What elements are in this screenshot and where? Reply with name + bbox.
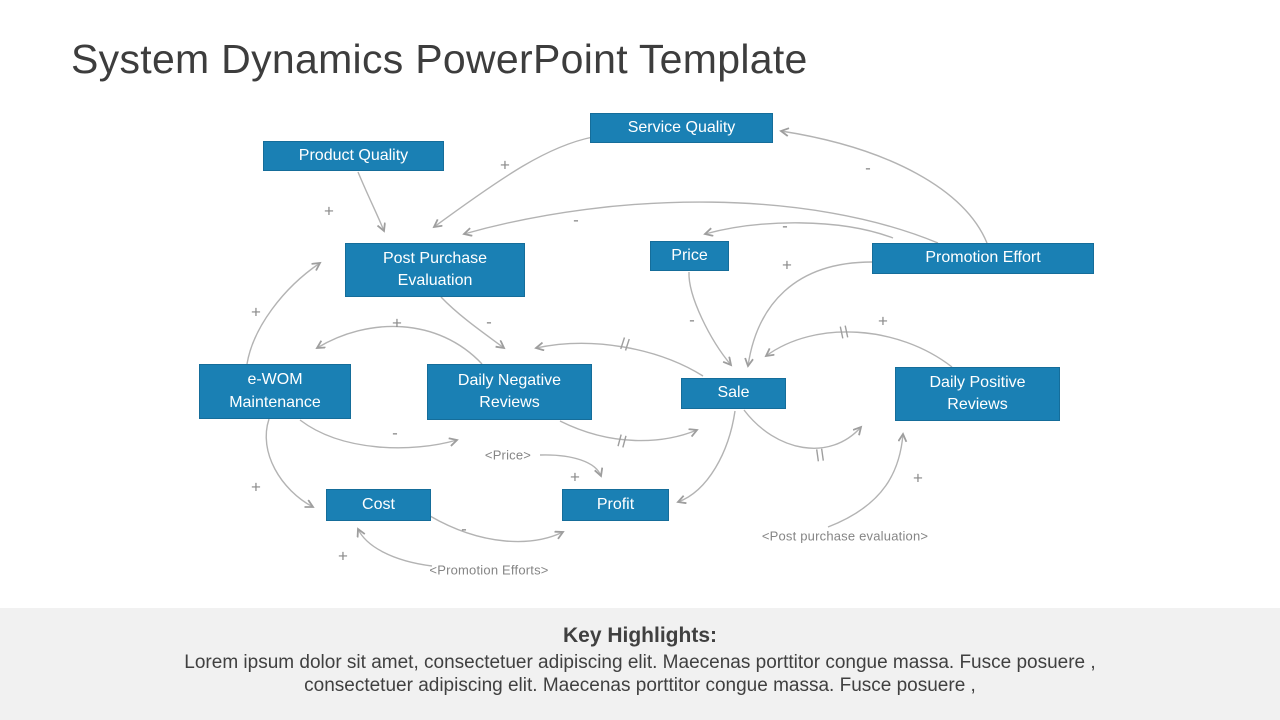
node-service-quality: Service Quality — [590, 113, 773, 143]
polarity-sign: + — [324, 201, 334, 221]
node-promotion-effort: Promotion Effort — [872, 243, 1094, 274]
polarity-sign: - — [865, 158, 871, 178]
delay-mark-group — [617, 325, 849, 462]
connector-price-ref-to-profit — [539, 454, 601, 476]
polarity-sign: + — [913, 468, 923, 488]
polarity-sign: + — [878, 311, 888, 331]
polarity-sign: - — [782, 216, 788, 236]
price-ref-label: <Price> — [484, 447, 532, 463]
delay-mark-icon — [620, 337, 630, 351]
polarity-sign: - — [461, 519, 467, 539]
post-purchase-evaluation-ref-label: <Post purchase evaluation> — [761, 528, 929, 544]
connector-post-purchase-ref-to-daily-positive — [827, 434, 903, 528]
delay-mark-icon — [617, 434, 627, 448]
polarity-sign: + — [338, 546, 348, 566]
slide-title: System Dynamics PowerPoint Template — [71, 36, 808, 82]
polarity-sign: + — [570, 467, 580, 487]
connector-ewom-to-daily-negative — [299, 419, 457, 449]
connector-ewom-to-cost — [265, 418, 313, 507]
connector-promotion-efforts-ref-to-cost — [358, 529, 433, 567]
connector-ewom-to-post-purchase — [246, 263, 320, 365]
delay-mark-icon — [839, 325, 849, 339]
node-post-purchase-evaluation: Post Purchase Evaluation — [345, 243, 525, 297]
polarity-sign: + — [782, 255, 792, 275]
connector-product-quality-to-post-purchase — [357, 171, 384, 231]
connector-daily-negative-to-sale — [559, 420, 697, 442]
connector-sale-to-profit — [678, 410, 736, 502]
node-profit: Profit — [562, 489, 669, 521]
key-highlights-line: Lorem ipsum dolor sit amet, consectetuer… — [184, 652, 1096, 673]
polarity-sign: - — [392, 423, 398, 443]
polarity-sign: - — [689, 310, 695, 330]
connector-sale-to-daily-negative — [536, 343, 704, 377]
key-highlights-line: consectetuer adipiscing elit. Maecenas p… — [304, 675, 976, 696]
connector-group — [246, 131, 988, 567]
node-price: Price — [650, 241, 729, 271]
polarity-sign: + — [251, 302, 261, 322]
connector-promotion-effort-to-price — [705, 222, 894, 239]
connector-price-to-sale — [688, 271, 731, 365]
connector-service-quality-to-post-purchase — [434, 136, 594, 227]
connector-post-purchase-to-daily-negative — [440, 296, 504, 348]
connector-promotion-effort-to-sale — [748, 261, 873, 366]
delay-mark-icon — [815, 448, 825, 462]
connector-promotion-effort-to-post-purchase — [464, 201, 939, 244]
key-highlights-heading: Key Highlights: — [562, 624, 717, 647]
node-cost: Cost — [326, 489, 431, 521]
connector-daily-positive-to-sale — [766, 331, 953, 368]
connector-cost-to-profit — [429, 515, 563, 543]
polarity-sign: + — [392, 313, 402, 333]
promotion-efforts-ref-label: <Promotion Efforts> — [429, 562, 549, 578]
node-daily-negative-reviews: Daily Negative Reviews — [427, 364, 592, 420]
node-product-quality: Product Quality — [263, 141, 444, 171]
polarity-sign: + — [251, 477, 261, 497]
connector-promotion-effort-to-service-quality — [781, 131, 988, 244]
polarity-sign: + — [500, 155, 510, 175]
connector-sale-to-daily-positive — [743, 409, 861, 449]
node-e-wom-maintenance: e-WOM Maintenance — [199, 364, 351, 419]
node-sale: Sale — [681, 378, 786, 409]
polarity-sign: - — [573, 210, 579, 230]
node-daily-positive-reviews: Daily Positive Reviews — [895, 367, 1060, 421]
connector-daily-negative-to-ewom — [317, 325, 483, 365]
polarity-sign: - — [486, 312, 492, 332]
key-highlights-section: Key Highlights: Lorem ipsum dolor sit am… — [0, 608, 1280, 720]
